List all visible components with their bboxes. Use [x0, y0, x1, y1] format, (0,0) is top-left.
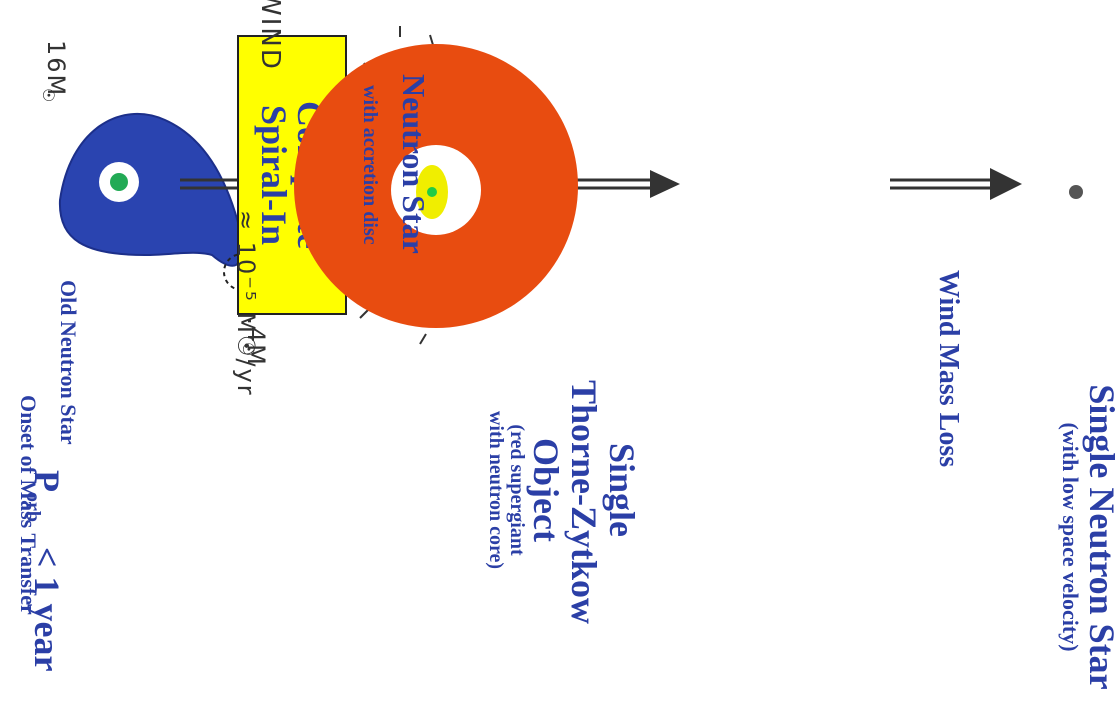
tzo-title: Single Thorne-Zytkow Object (red supergi… — [484, 380, 642, 625]
donor-core-green — [110, 173, 128, 191]
arrow-stage2-to-stage3 — [890, 168, 1022, 200]
tzo-title-line1: Single — [602, 442, 642, 538]
wind-label: WIND — [255, 0, 285, 71]
single-ns-desc: (with low space velocity) — [1058, 422, 1084, 652]
tzo-title-line2: Thorne-Zytkow — [564, 380, 605, 625]
single-ns-title: Single Neutron Star — [1082, 384, 1120, 690]
tzo-desc-line2: with neutron core) — [484, 410, 507, 570]
neutron-star-center-label: Neutron Star — [396, 74, 432, 254]
single-ns-title-block: Single Neutron Star (with low space velo… — [1058, 372, 1120, 702]
single-neutron-star-dot — [1069, 185, 1083, 199]
neutron-core — [427, 187, 437, 197]
wind-mass-loss-label: Wind Mass Loss — [933, 270, 964, 468]
accretion-disc-label: with accretion disc — [359, 85, 381, 245]
tzo-desc-line1: (red supergiant — [505, 424, 528, 556]
wind-rate-label: ≈ 10⁻⁵ M☉/yr — [232, 210, 260, 397]
tzo-title-line3: Object — [526, 438, 567, 542]
